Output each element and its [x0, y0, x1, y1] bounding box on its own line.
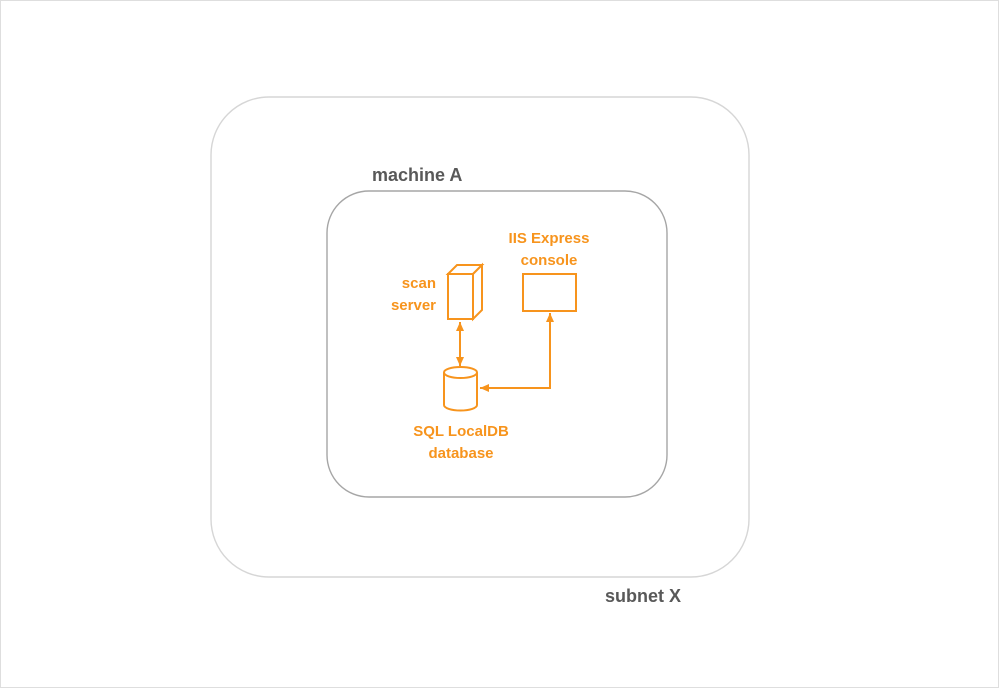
subnet-container	[210, 96, 750, 578]
database-cylinder-top	[443, 366, 478, 379]
database-cylinder-body	[443, 372, 478, 412]
connector-console-database	[480, 313, 554, 392]
iis-console-rect	[522, 273, 577, 312]
machine-container	[326, 190, 668, 498]
subnet-label: subnet X	[605, 586, 681, 606]
sql-localdb-label-line1: SQL LocalDB	[413, 423, 509, 440]
scan-server-label-line2: server	[391, 297, 436, 314]
iis-console-label-line2: console	[521, 252, 578, 269]
scan-server-node: scan server	[391, 262, 485, 322]
scan-server-box-front-face	[447, 273, 474, 320]
sql-localdb-node: SQL LocalDB database	[413, 366, 509, 462]
iis-console-label-line1: IIS Express	[509, 230, 590, 247]
sql-localdb-label-line2: database	[428, 445, 493, 462]
iis-console-node: IIS Express console	[509, 230, 590, 312]
scan-server-box-side-face	[472, 262, 483, 322]
scan-server-label-line1: scan	[402, 275, 436, 292]
machine-label: machine A	[372, 165, 462, 185]
